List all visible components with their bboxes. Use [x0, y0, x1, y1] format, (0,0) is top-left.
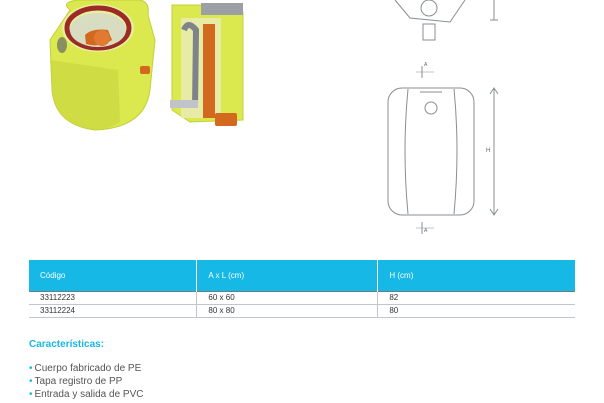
dimension-label-h: H — [486, 148, 490, 154]
feature-text: Entrada y salida de PVC — [34, 389, 144, 400]
table-row: 33112224 80 x 80 80 — [29, 304, 575, 318]
features-title: Características: — [29, 339, 105, 350]
technical-drawing-side — [394, 0, 498, 41]
spec-table: Código A x L (cm) H (cm) 33112223 60 x 6… — [29, 260, 575, 318]
tank-3d-illustration — [49, 0, 156, 131]
bullet-icon: • — [29, 376, 33, 387]
cell-codigo: 33112223 — [29, 291, 198, 305]
header-height: H (cm) — [377, 260, 575, 292]
cell-dimensions: 80 x 80 — [196, 304, 379, 318]
cell-height: 80 — [377, 304, 575, 318]
cell-dimensions: 60 x 60 — [196, 291, 379, 305]
feature-text: Tapa registro de PP — [34, 376, 123, 387]
features-list: •Cuerpo fabricado de PE •Tapa registro d… — [29, 362, 143, 401]
list-item: •Entrada y salida de PVC — [29, 388, 143, 401]
bullet-icon: • — [29, 389, 33, 400]
cell-height: 82 — [377, 291, 575, 305]
feature-text: Cuerpo fabricado de PE — [34, 363, 142, 374]
technical-drawing-front — [387, 66, 499, 234]
section-label-a-top: A — [424, 62, 428, 68]
list-item: •Cuerpo fabricado de PE — [29, 362, 143, 375]
tank-section-illustration — [170, 3, 244, 126]
cell-codigo: 33112224 — [29, 304, 198, 318]
list-item: •Tapa registro de PP — [29, 375, 143, 388]
table-header-row: Código A x L (cm) H (cm) — [29, 260, 575, 292]
product-figures: A A H — [49, 0, 499, 234]
table-row: 33112223 60 x 60 82 — [29, 291, 575, 305]
header-codigo: Código — [29, 260, 198, 292]
bullet-icon: • — [29, 363, 33, 374]
section-label-a-bottom: A — [424, 228, 428, 234]
header-dimensions: A x L (cm) — [196, 260, 379, 292]
